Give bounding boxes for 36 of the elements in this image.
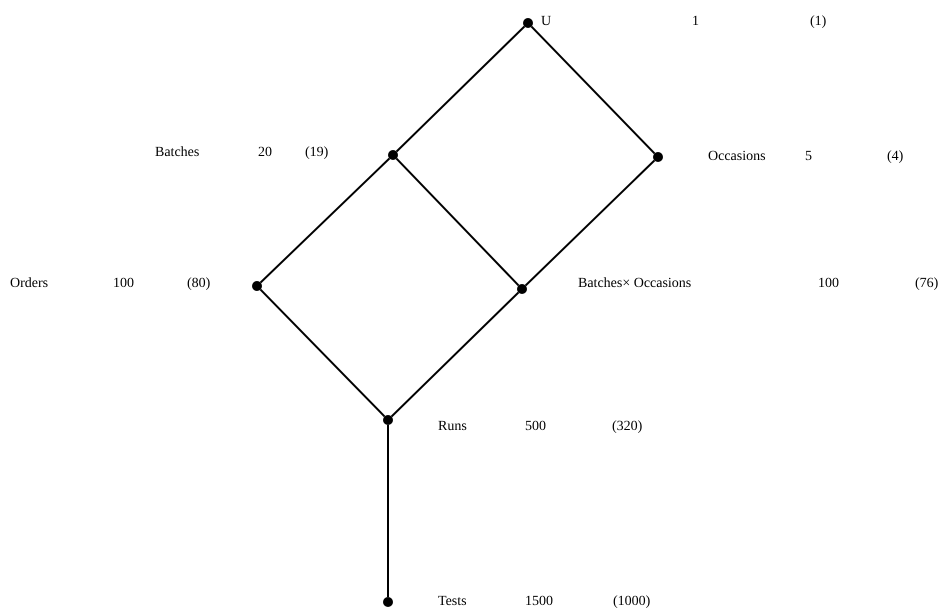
level-count: 100 <box>113 276 134 292</box>
factor-name: Occasions <box>708 149 766 165</box>
degrees-of-freedom: (1000) <box>613 594 650 610</box>
level-count: 1500 <box>525 594 553 610</box>
factor-name: Batches× Occasions <box>578 276 692 292</box>
level-count: 500 <box>525 419 546 435</box>
connector-line <box>260 288 386 418</box>
factor-name: Orders <box>10 276 48 292</box>
node-dot <box>252 281 262 291</box>
factor-name: Runs <box>438 419 467 435</box>
node-dot <box>517 284 527 294</box>
node-dot <box>383 597 393 607</box>
connector-line <box>387 425 389 597</box>
degrees-of-freedom: (320) <box>612 419 642 435</box>
level-count: 5 <box>805 149 812 165</box>
factor-name: Tests <box>438 594 467 610</box>
degrees-of-freedom: (4) <box>887 149 904 165</box>
connector-line <box>396 26 526 152</box>
level-count: 20 <box>258 145 272 161</box>
degrees-of-freedom: (80) <box>187 276 210 292</box>
degrees-of-freedom: (1) <box>810 14 826 30</box>
node-dot <box>523 18 533 28</box>
connector-line <box>524 160 656 286</box>
factor-name: Batches <box>155 145 200 161</box>
node-dot <box>388 150 398 160</box>
level-count: 100 <box>818 276 839 292</box>
degrees-of-freedom: (76) <box>915 276 938 292</box>
connector-line <box>396 158 520 286</box>
factor-name: U <box>541 14 552 30</box>
level-count: 1 <box>692 14 699 30</box>
connector-line <box>530 26 656 154</box>
node-dot <box>653 152 663 162</box>
degrees-of-freedom: (19) <box>305 145 328 161</box>
connector-line <box>390 292 520 418</box>
node-dot <box>383 415 393 425</box>
connector-line <box>260 158 390 284</box>
